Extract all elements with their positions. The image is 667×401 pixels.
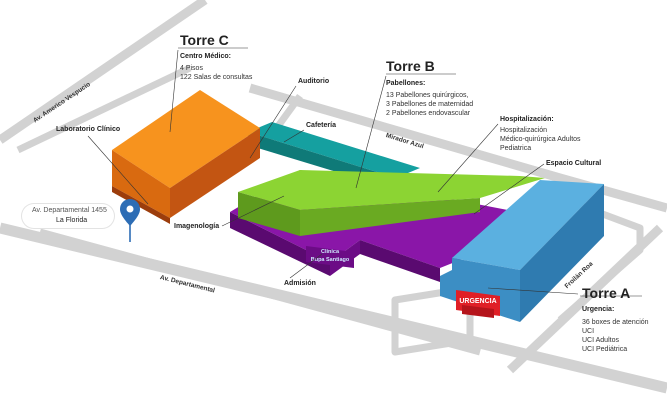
street-inner-west: [16, 64, 192, 154]
torre-a-title: Torre A: [582, 285, 631, 301]
torre-a-label: Torre A: [582, 285, 630, 301]
leader-lines: [87, 47, 642, 297]
torre-a-item: 36 boxes de atención: [582, 319, 649, 326]
hospitalizacion-details: Hospitalización: Hospitalización Médico-…: [500, 116, 581, 153]
auditorio-label: Auditorio: [298, 78, 330, 85]
leader-espacio-cultural: [473, 163, 545, 215]
torre-a-item: UCI Pediátrica: [582, 346, 628, 353]
clinica-sign-line1: Clínica: [321, 249, 340, 255]
torre-b-title: Torre B: [386, 58, 435, 74]
address-line1: Av. Departamental 1455: [32, 207, 107, 214]
street-vespucio: [0, 0, 208, 144]
torre-a-subtitle: Urgencia:: [582, 306, 615, 313]
torre-c-item: 4 Pisos: [180, 65, 203, 72]
urgencia-sign: URGENCIA: [456, 290, 500, 318]
hospitalizacion-item: Médico-quirúrgica Adultos: [500, 136, 581, 143]
torre-b-item: 3 Pabellones de maternidad: [386, 101, 474, 108]
torre-a-building: [440, 180, 604, 322]
imagenologia-label: Imagenología: [174, 223, 220, 230]
torre-c-label: Torre C: [180, 32, 229, 48]
torre-b-label: Torre B: [386, 58, 435, 74]
torre-b-subtitle: Pabellones:: [386, 80, 426, 87]
torre-a-item: UCI: [582, 328, 595, 335]
street-inner-south: [39, 228, 481, 356]
leader-imagenologia: [221, 195, 285, 227]
torre-b-details: Pabellones: 13 Pabellones quirúrgicos, 3…: [386, 80, 473, 118]
admision-label: Admisión: [284, 280, 316, 287]
leader-torre-b: [355, 75, 387, 189]
torre-a-item: UCI Adultos: [582, 337, 619, 344]
espacio-cultural-label: Espacio Cultural: [546, 160, 602, 167]
address-card: Av. Departamental 1455 La Florida: [22, 204, 114, 228]
torre-c-title: Torre C: [180, 32, 229, 48]
torre-c-item: 122 Salas de consultas: [180, 74, 253, 81]
torre-b-item: 13 Pabellones quirúrgicos,: [386, 92, 469, 99]
address-line2: La Florida: [56, 217, 88, 224]
torre-c-details: Centro Médico: 4 Pisos 122 Salas de cons…: [180, 53, 252, 82]
clinica-sign-line2: Bupa Santiago: [311, 257, 350, 263]
torre-a-details: Urgencia: 36 boxes de atención UCI UCI A…: [582, 306, 649, 354]
hospitalizacion-item: Pediatrica: [500, 145, 532, 152]
torre-c-subtitle: Centro Médico:: [180, 53, 231, 60]
clinica-sign: Clínica Bupa Santiago: [306, 246, 354, 268]
torre-b-item: 2 Pabellones endovascular: [386, 110, 471, 117]
laboratorio-label: Laboratorio Clínico: [56, 126, 121, 133]
hospitalizacion-subtitle: Hospitalización:: [500, 116, 554, 123]
leader-cafeteria: [283, 129, 305, 143]
map-pin-icon[interactable]: [120, 199, 140, 242]
urgencia-sign-text: URGENCIA: [459, 298, 496, 305]
torre-b-building: [238, 170, 545, 236]
leader-torre-a: [487, 287, 579, 295]
cafeteria-label: Cafetería: [306, 122, 336, 129]
street-mirador: [248, 83, 667, 213]
leader-admision: [289, 253, 323, 279]
leader-laboratorio: [87, 135, 149, 205]
leader-auditorio: [249, 85, 297, 159]
torre-c-building: [112, 90, 260, 224]
leader-hospitalizacion: [437, 123, 499, 193]
hospitalizacion-item: Hospitalización: [500, 127, 548, 134]
leader-torre-c: [169, 49, 179, 133]
